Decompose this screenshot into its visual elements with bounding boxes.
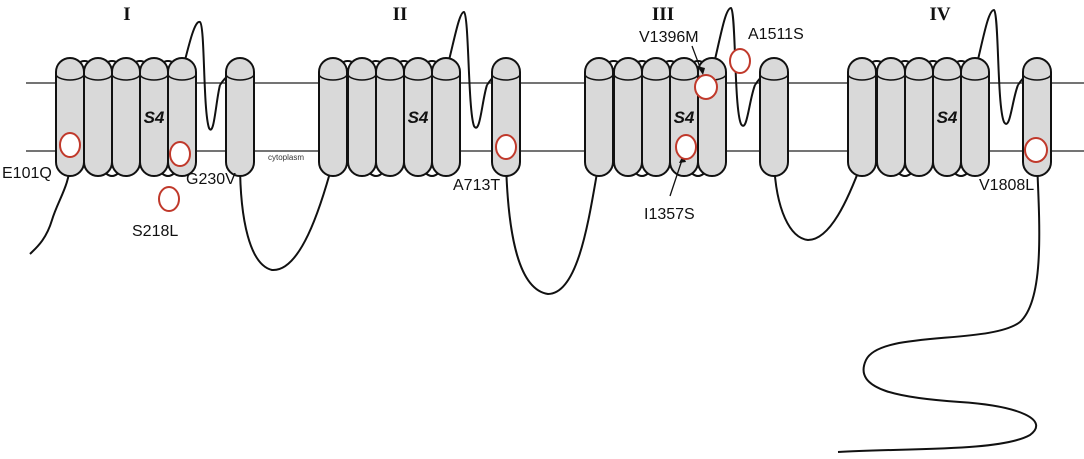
- helix-domain-ii-s4-top-rim: [403, 73, 433, 81]
- mutation-marker-v1396m: [694, 74, 718, 100]
- helix-domain-iv-s5: [960, 57, 990, 177]
- mutation-marker-e101q: [59, 132, 81, 158]
- s4-label-domain-iii: S4: [674, 108, 695, 127]
- helix-domain-iv-s5-top-rim: [960, 73, 990, 81]
- helix-domain-iv-s3-top-rim: [904, 73, 934, 81]
- helix-domain-i-s6-top-rim: [225, 73, 255, 81]
- mutation-markers: [59, 48, 1048, 212]
- pointer-v1396m-arrowhead: [697, 66, 705, 75]
- p-loop-d4: [974, 8, 1019, 125]
- s4-label-domain-ii: S4: [408, 108, 429, 127]
- mutation-marker-i1357s: [675, 134, 697, 160]
- mutation-label-e101q: E101Q: [2, 165, 52, 182]
- helix-domain-i-s1-top-rim: [55, 73, 85, 81]
- p-loop-d1: [181, 21, 221, 131]
- helix-domain-ii-s2-top-rim: [347, 73, 377, 81]
- n-terminus-tail: [29, 161, 71, 255]
- helix-domain-ii-s3: [375, 57, 405, 177]
- helix-domain-iv-s3: [904, 57, 934, 177]
- mutation-label-v1396m: V1396M: [639, 29, 699, 46]
- mutation-marker-v1808l: [1024, 137, 1048, 163]
- helix-domain-i-s3: [111, 57, 141, 177]
- linker-d1-d2: [239, 161, 334, 272]
- c-terminus-tail: [837, 161, 1041, 453]
- helix-domain-iv-s2-top-rim: [876, 73, 906, 81]
- helix-domain-iii-s2: [613, 57, 643, 177]
- helix-domain-i-s3-top-rim: [111, 73, 141, 81]
- helix-domain-ii-s6-top-rim: [491, 73, 521, 81]
- helix-domain-iv-s6-top-rim: [1022, 73, 1052, 81]
- mutation-label-g230v: G230V: [186, 171, 236, 188]
- helix-domain-iii-s3-top-rim: [641, 73, 671, 81]
- transmembrane-helices: [55, 57, 1052, 177]
- mutation-label-s218l: S218L: [132, 223, 178, 240]
- mutation-label-a713t: A713T: [453, 177, 500, 194]
- helix-domain-i-s1: [55, 57, 85, 177]
- helix-domain-iii-s6-top-rim: [759, 73, 789, 81]
- helix-domain-iii-s1-top-rim: [584, 73, 614, 81]
- mutation-marker-a713t: [495, 134, 517, 160]
- helix-domain-ii-s3-top-rim: [375, 73, 405, 81]
- linker-d3-d4: [773, 161, 863, 242]
- helix-domain-i-s6: [225, 57, 255, 177]
- helix-domain-iv-s1-top-rim: [847, 73, 877, 81]
- helix-domain-iii-s4-top-rim: [669, 73, 699, 81]
- pointer-i1357s: [669, 159, 683, 197]
- p-loop-d2: [445, 10, 488, 129]
- domain-label-iii: III: [652, 4, 674, 25]
- s4-label-domain-iv: S4: [937, 108, 958, 127]
- domain-label-ii: II: [393, 4, 408, 25]
- helix-domain-iii-s2-top-rim: [613, 73, 643, 81]
- helix-domain-iv-s1: [847, 57, 877, 177]
- helix-domain-i-s5-top-rim: [167, 73, 197, 81]
- mutation-label-v1808l: V1808L: [979, 177, 1034, 194]
- helix-domain-ii-s2: [347, 57, 377, 177]
- mutation-label-a1511s: A1511S: [748, 26, 804, 43]
- linker-d2-d3: [505, 161, 600, 296]
- pointer-v1396m: [691, 45, 702, 71]
- helix-domain-ii-s5-top-rim: [431, 73, 461, 81]
- helix-domain-iii-s6: [759, 57, 789, 177]
- mutation-label-i1357s: I1357S: [644, 206, 695, 223]
- helix-domain-iii-s3: [641, 57, 671, 177]
- helix-domain-ii-s1: [318, 57, 348, 177]
- domain-label-i: I: [123, 4, 130, 25]
- helix-domain-iv-s2: [876, 57, 906, 177]
- s4-label-domain-i: S4: [144, 108, 165, 127]
- domain-label-iv: IV: [929, 4, 950, 25]
- helix-domain-iii-s1: [584, 57, 614, 177]
- mutation-marker-s218l: [158, 186, 180, 212]
- helix-domain-ii-s1-top-rim: [318, 73, 348, 81]
- helix-domain-ii-s5: [431, 57, 461, 177]
- mutation-marker-g230v: [169, 141, 191, 167]
- mutation-marker-a1511s: [729, 48, 751, 74]
- mutation-labels: E101Q G230V S218L A713T I1357S V1396M A1…: [2, 26, 1034, 240]
- domain-labels: I II III IV: [123, 4, 951, 25]
- helix-domain-i-s2: [83, 57, 113, 177]
- helix-domain-i-s2-top-rim: [83, 73, 113, 81]
- cytoplasm-label: cytoplasm: [268, 153, 304, 162]
- helix-domain-iv-s4-top-rim: [932, 73, 962, 81]
- helix-domain-i-s4-top-rim: [139, 73, 169, 81]
- s4-labels: S4 S4 S4 S4: [144, 108, 958, 127]
